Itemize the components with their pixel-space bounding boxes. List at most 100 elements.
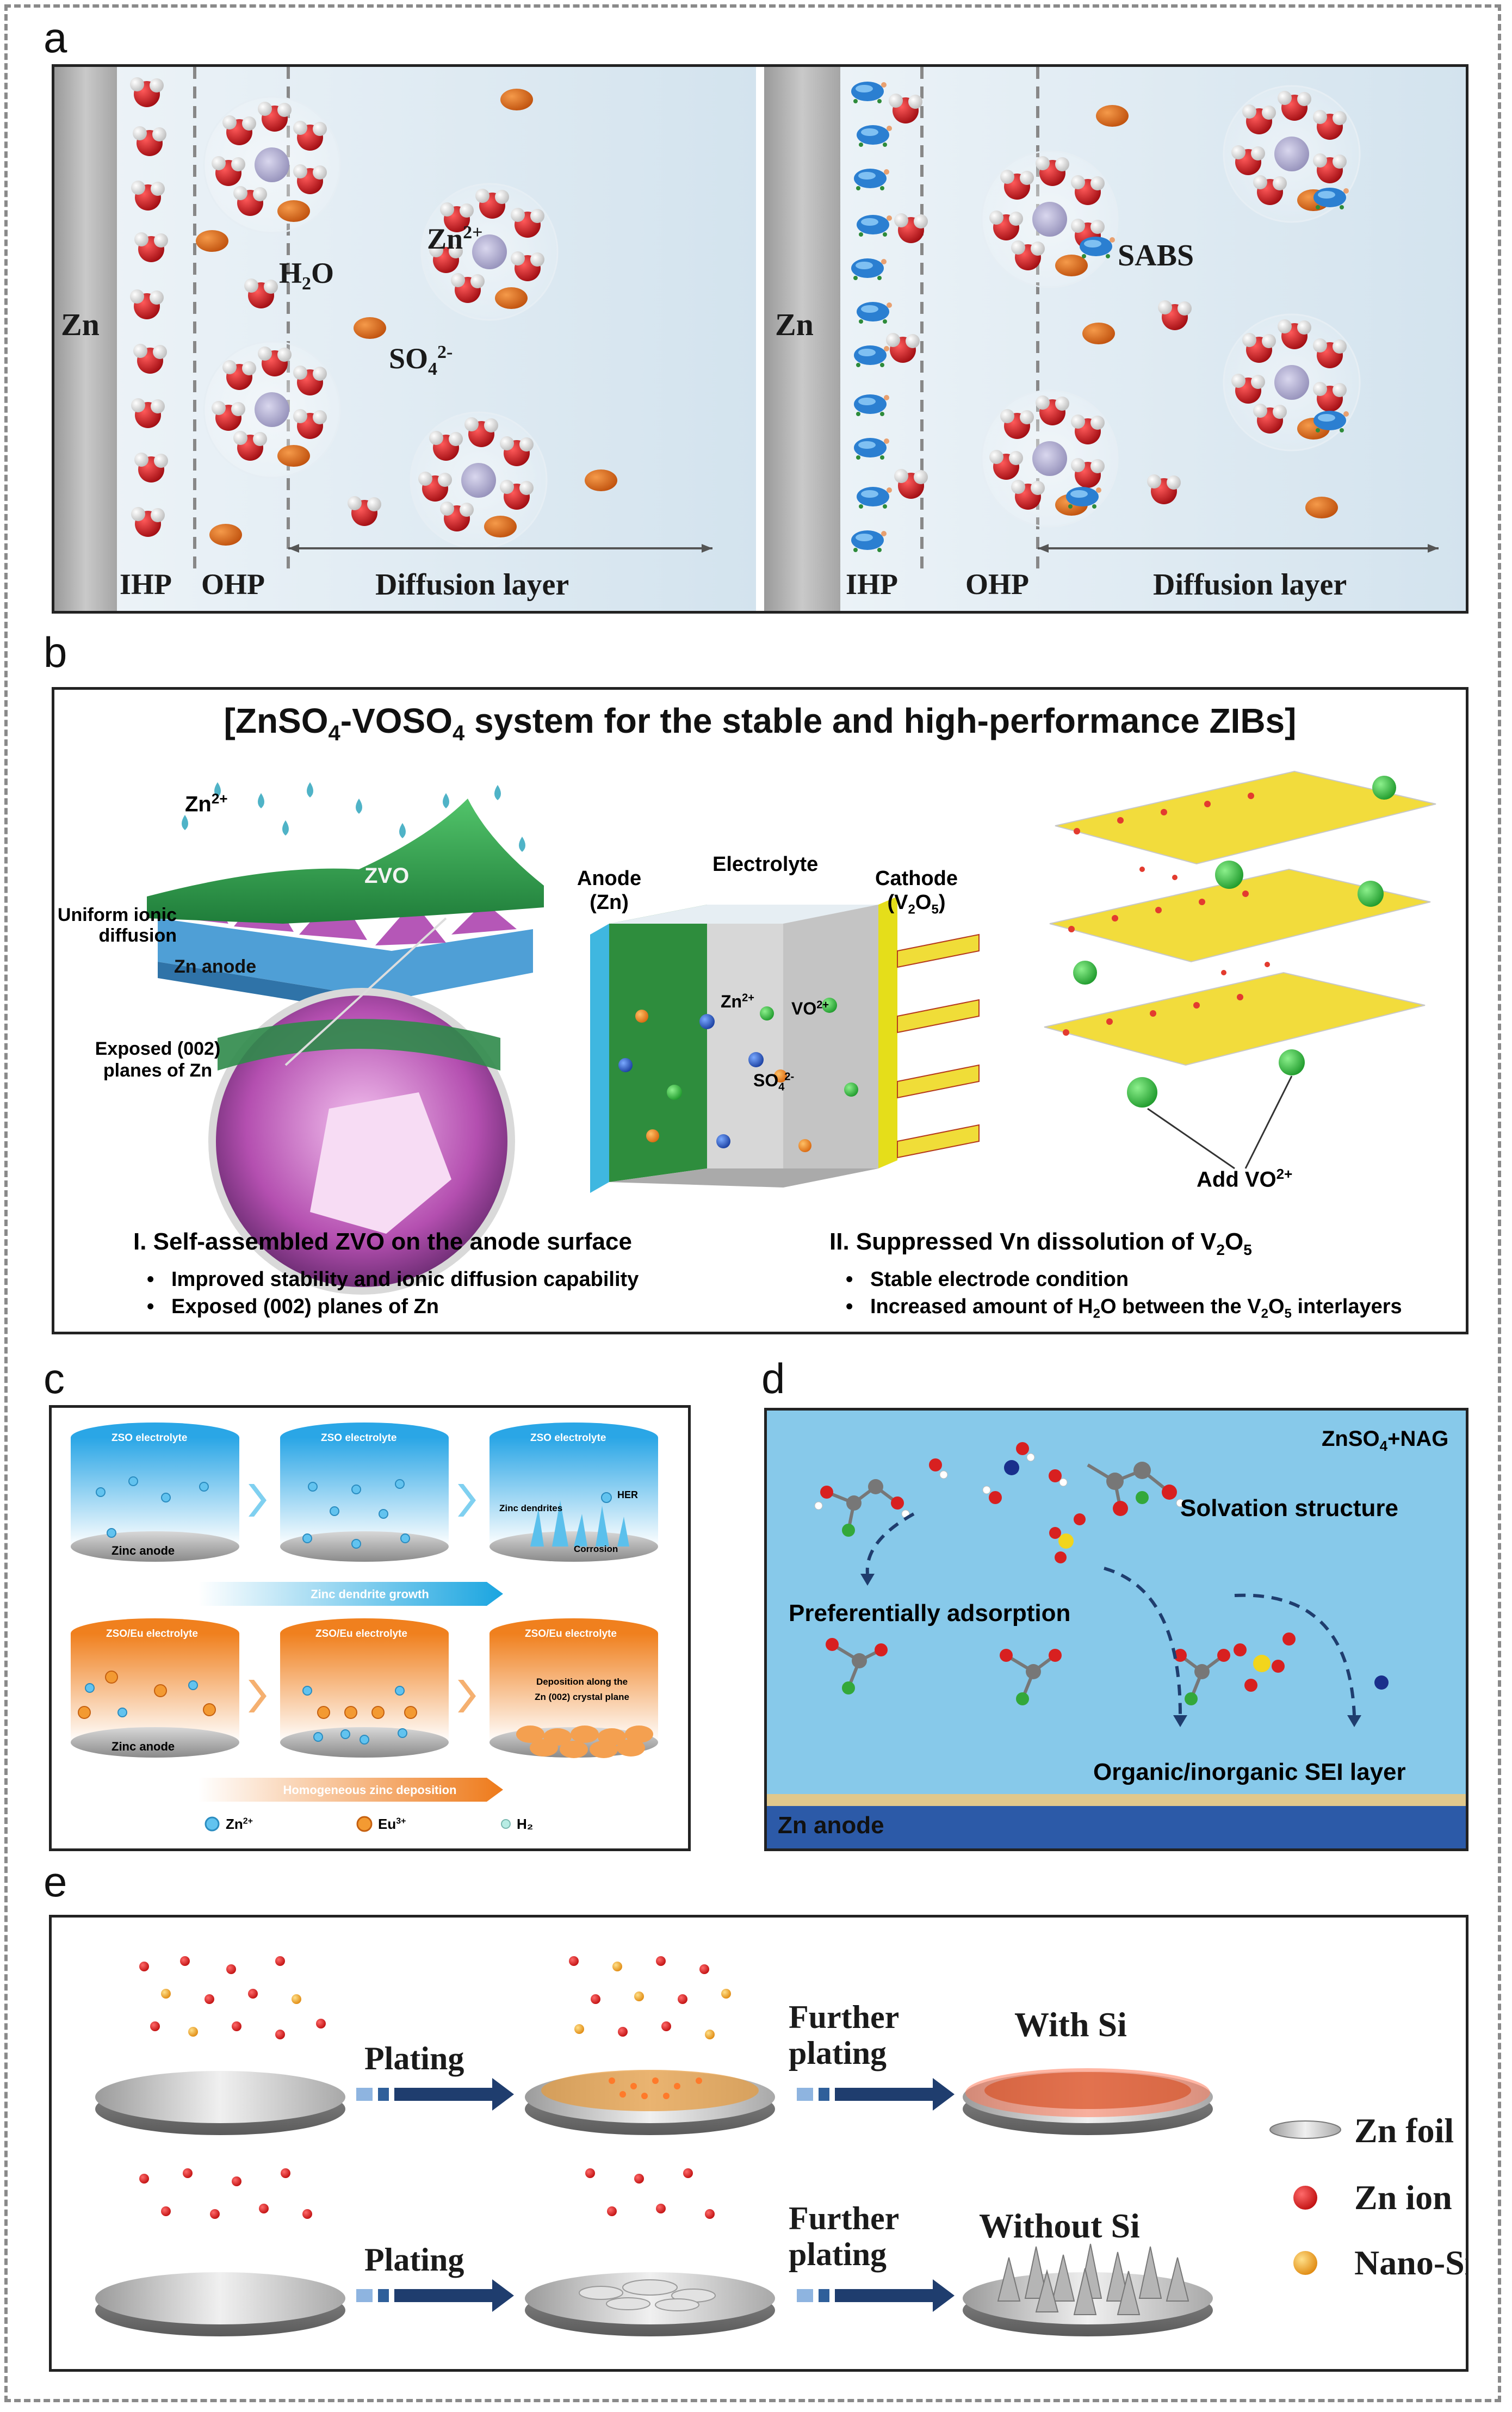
plating-label-bottom: Plating [364,2242,464,2278]
exposed-line2: planes of Zn [103,1060,213,1081]
panel-label-c: c [44,1355,65,1402]
anode-label: Anode(Zn) [568,867,650,914]
add-vo2-label: Add VO2+ [1197,1166,1292,1192]
cathode-sub: 2 [908,902,915,917]
so4-sub: 4 [428,358,438,379]
cell-zn-sup: 2+ [742,992,754,1004]
deposition-label: Deposition along the Zn (002) crystal pla… [530,1674,634,1705]
further-line2: plating [789,2035,887,2071]
panel-d-illustration [767,1411,1466,1848]
dendrite-growth-label: Zinc dendrite growth [311,1587,429,1601]
dendrites-label: Zinc dendrites [499,1503,563,1513]
legend-eu-text: Eu [378,1816,396,1832]
so4-text: SO [389,342,429,375]
so4-label: SO42- [389,342,453,380]
d-title-part: ZnSO [1322,1427,1380,1451]
cell-vo-sup: 2+ [816,999,829,1011]
zn2-label: Zn2+ [427,222,482,256]
anode-line2: (Zn) [590,891,629,914]
zn-electrode-label-right: Zn [775,307,814,342]
legend-zn-foil: Zn foil [1354,2111,1454,2150]
exposed-planes-label: Exposed (002)planes of Zn [76,1038,239,1081]
legend-h2: H₂ [517,1816,534,1832]
cathode-sub: 5 [931,902,939,917]
zso-label-2: ZSO electrolyte [321,1432,397,1444]
ohp-label-right: OHP [965,568,1029,601]
legend-zn-sup: 2+ [243,1816,253,1826]
cathode-line1: Cathode [875,867,958,890]
legend-nano-si: Nano-Si [1354,2243,1468,2282]
cathode-part: ) [938,891,946,914]
further-line1: Further [789,2200,900,2236]
zn2-text: Zn [427,222,463,255]
title-sub: 4 [453,721,465,745]
ihp-label-right: IHP [846,568,898,601]
preferential-label: Preferentially adsorption [789,1600,1071,1626]
bullet-increased-h2o: • Increased amount of H2O between the V2… [846,1295,1402,1321]
d-title-sub: 4 [1379,1438,1388,1454]
h2-part: II. Suppressed Vn dissolution of V [829,1228,1217,1255]
sei-label: Organic/inorganic SEI layer [1093,1759,1406,1785]
deposition-line2: Zn (002) crystal plane [535,1692,629,1702]
bullet-text: Improved stability and ionic diffusion c… [171,1268,639,1291]
cell-so4-sub: 4 [778,1081,785,1093]
bullet-sub: 2 [1093,1306,1100,1321]
panel-label-b: b [44,628,67,676]
solvation-label: Solvation structure [1180,1495,1398,1522]
bullet-text: Stable electrode condition [870,1268,1129,1291]
zsoeu-label-2: ZSO/Eu electrolyte [315,1628,407,1640]
title-part: -VOSO [340,701,453,740]
panel-b: [ZnSO4-VOSO4 system for the stable and h… [52,687,1468,1334]
figure-frame [4,4,1501,2402]
d-title-part: +NAG [1387,1427,1449,1451]
panel-b-title: [ZnSO4-VOSO4 system for the stable and h… [54,701,1466,746]
deposition-line1: Deposition along the [536,1677,628,1687]
exposed-line1: Exposed (002) [95,1038,221,1059]
cell-so4-label: SO42- [753,1071,794,1093]
anode-line1: Anode [577,867,642,890]
add-vo-text: Add VO [1197,1167,1276,1192]
h2o-label: H2O [279,256,334,294]
cell-vo2-label: VO2+ [791,999,829,1019]
h2-sub: 5 [1243,1241,1252,1258]
h2o-text: H [279,257,302,289]
h2-part: O [1225,1228,1244,1255]
cathode-part: (V [887,891,908,914]
panel-label-a: a [44,14,67,61]
legend-zn-ion: Zn ion [1354,2178,1452,2217]
cathode-part: O [915,891,932,914]
uniform-line1: Uniform ionic [57,905,177,925]
cathode-label: Cathode(V2O5) [865,867,968,922]
b-zn2-label: Zn2+ [185,790,228,817]
panel-c: ZSO electrolyte ZSO electrolyte ZSO elec… [49,1405,691,1851]
h2-sub: 2 [1216,1241,1225,1258]
zn-anode-label-b: Zn anode [174,956,257,977]
heading-suppressed-vn: II. Suppressed Vn dissolution of V2O5 [829,1228,1252,1259]
legend-zn-text: Zn [226,1816,243,1832]
legend-eu3: Eu3+ [378,1816,406,1833]
sabs-label: SABS [1118,239,1194,273]
b-zn2-sup: 2+ [211,790,228,807]
bullet-text: Exposed (002) planes of Zn [171,1295,439,1318]
cell-vo-text: VO [791,999,817,1018]
bullet-sub: 5 [1284,1306,1292,1321]
panel-a: Zn H2O Zn2+ SO42- IHP OHP Diffusion laye… [52,64,1468,614]
cell-so4-sup: 2- [784,1071,795,1083]
zso-label-1: ZSO electrolyte [111,1432,188,1444]
ihp-label-left: IHP [120,568,172,601]
title-part: system for the stable and high-performan… [464,701,1297,740]
h2o-sub: 2 [302,273,312,294]
zn2-sup: 2+ [463,222,483,243]
zsoeu-label-3: ZSO/Eu electrolyte [525,1628,617,1640]
zsoeu-label-1: ZSO/Eu electrolyte [106,1628,198,1640]
bullet-part: Increased amount of H [870,1295,1093,1318]
panel-a-illustration [54,67,1466,611]
cell-zn-text: Zn [721,992,742,1011]
zinc-anode-label-1: Zinc anode [111,1544,175,1557]
title-sub: 4 [328,721,340,745]
b-zn2-text: Zn [185,792,212,817]
